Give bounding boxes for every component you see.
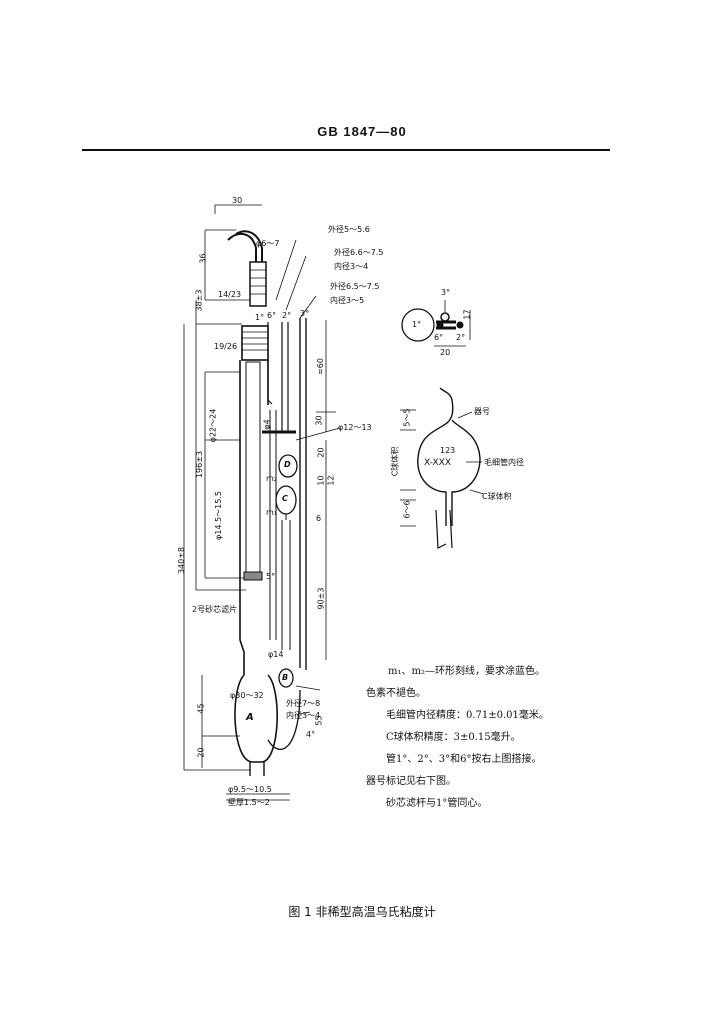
- junction-circle: [401, 308, 435, 342]
- label-dim-12: 12: [326, 475, 336, 486]
- label-tube1: 1°: [255, 313, 265, 322]
- label-dim-20b: 20: [196, 747, 206, 758]
- label-tube4: 4°: [306, 730, 316, 739]
- label-c-volume: C球体积: [482, 492, 512, 501]
- label-phi-14: φ14.5～15.5: [213, 491, 223, 540]
- label-outer-d1: 外径5～5.6: [328, 225, 370, 234]
- bulb-detail: [417, 387, 481, 526]
- label-tube5: 5°: [266, 572, 276, 581]
- label-tr-6: 6°: [434, 333, 444, 342]
- label-dim-340: 340±8: [177, 546, 187, 575]
- standard-code: GB 1847—80: [317, 124, 407, 139]
- label-bulb-C: C: [282, 494, 288, 503]
- dim-lines-right: [275, 239, 341, 715]
- label-capillary: 毛细管内径: [484, 458, 524, 467]
- note-line: 管1°、2°、3°和6°按右上图搭接。: [386, 754, 542, 765]
- label-dim-90: 90±3: [316, 587, 326, 610]
- label-dim-6: 6: [316, 514, 322, 523]
- label-dim-196: 196±3: [195, 450, 205, 479]
- label-tr-1: 1°: [412, 320, 422, 329]
- label-dim-60: ≈60: [315, 358, 325, 375]
- label-phi-14b: φ14: [268, 650, 284, 659]
- label-inner-d2: 内径3～4: [334, 262, 369, 271]
- label-device-no: 器号: [474, 407, 490, 416]
- label-dim-10: 10: [316, 475, 326, 486]
- label-phi-30: φ30～32: [230, 691, 264, 700]
- label-m2: m₂: [266, 474, 277, 483]
- label-dim-38: 38±3: [194, 289, 204, 312]
- note-line: 色素不褪色。: [366, 688, 426, 699]
- label-top-width: 30: [232, 196, 243, 205]
- label-wall: 壁厚1.5～2: [228, 798, 270, 807]
- label-c-volume-side: C球体积: [390, 446, 400, 477]
- note-line: 砂芯滤杆与1°管同心。: [386, 798, 488, 809]
- label-joint-14: 14/23: [218, 290, 242, 299]
- label-phi-4: φ4: [262, 419, 272, 430]
- label-dim-30: 30: [314, 415, 324, 426]
- label-outer-d3: 外径6.5～7.5: [330, 282, 380, 291]
- label-inner-d4: 内径3～4: [286, 711, 321, 720]
- bent-tip: [227, 230, 263, 262]
- sand-filter: [243, 571, 263, 581]
- label-bulb-D: D: [284, 460, 291, 469]
- label-d6: 6～6: [402, 500, 412, 519]
- figure-notes: m₁、m₂—环形刻线，要求涂蓝色。 色素不褪色。 毛细管内径精度：0.71±0.…: [366, 661, 549, 815]
- label-tr-2: 2°: [456, 333, 466, 342]
- label-joint-19: 19/26: [214, 342, 238, 351]
- label-tube2: 2°: [282, 311, 292, 320]
- label-tr-17: 17: [462, 309, 472, 320]
- label-dim-36: 36: [198, 253, 208, 264]
- label-bulb-B: B: [282, 673, 289, 682]
- figure-caption: 图 1 非稀型高温乌氏粘度计: [288, 905, 436, 919]
- label-filter: 2号砂芯滤片: [192, 605, 238, 614]
- label-tube3: 3°: [300, 309, 310, 318]
- label-number: 123: [440, 446, 456, 455]
- label-tube6: 6°: [267, 311, 277, 320]
- upper-joint: [249, 261, 267, 307]
- label-dim-20a: 20: [316, 447, 326, 458]
- bulb-D: [278, 454, 298, 478]
- note-line: m₁、m₂—环形刻线，要求涂蓝色。: [388, 666, 545, 677]
- label-phi-22: φ22～24: [208, 408, 218, 443]
- label-value: X-XXX: [424, 458, 452, 468]
- label-tr-20: 20: [440, 348, 451, 357]
- label-phi-9: φ9.5～10.5: [228, 785, 272, 794]
- label-outer-d4: 外径7～8: [286, 699, 321, 708]
- label-phi-12: φ12～13: [338, 423, 372, 432]
- note-line: 器号标记见右下图。: [366, 776, 456, 787]
- reservoir-A: [234, 674, 278, 763]
- label-inner-d3: 内径3～5: [330, 296, 365, 305]
- note-line: C球体积精度：3±0.15毫升。: [386, 732, 521, 743]
- label-m1: m₁: [266, 508, 277, 517]
- bulb-B: [278, 668, 294, 688]
- dim-lines-left: [183, 204, 290, 801]
- label-tip-diam: φ6～7: [256, 239, 280, 248]
- outer-jacket: [239, 360, 245, 675]
- header-rule: [82, 149, 610, 151]
- label-bulb-A: A: [246, 712, 254, 723]
- label-tr-3: 3°: [441, 288, 451, 297]
- label-d5: 5～5: [402, 408, 412, 427]
- label-outer-d2: 外径6.6～7.5: [334, 248, 384, 257]
- note-line: 毛细管内径精度：0.71±0.01毫米。: [386, 710, 549, 721]
- label-dim-55: 55: [314, 715, 324, 726]
- label-dim-45: 45: [196, 703, 206, 714]
- tube-3: [299, 318, 307, 670]
